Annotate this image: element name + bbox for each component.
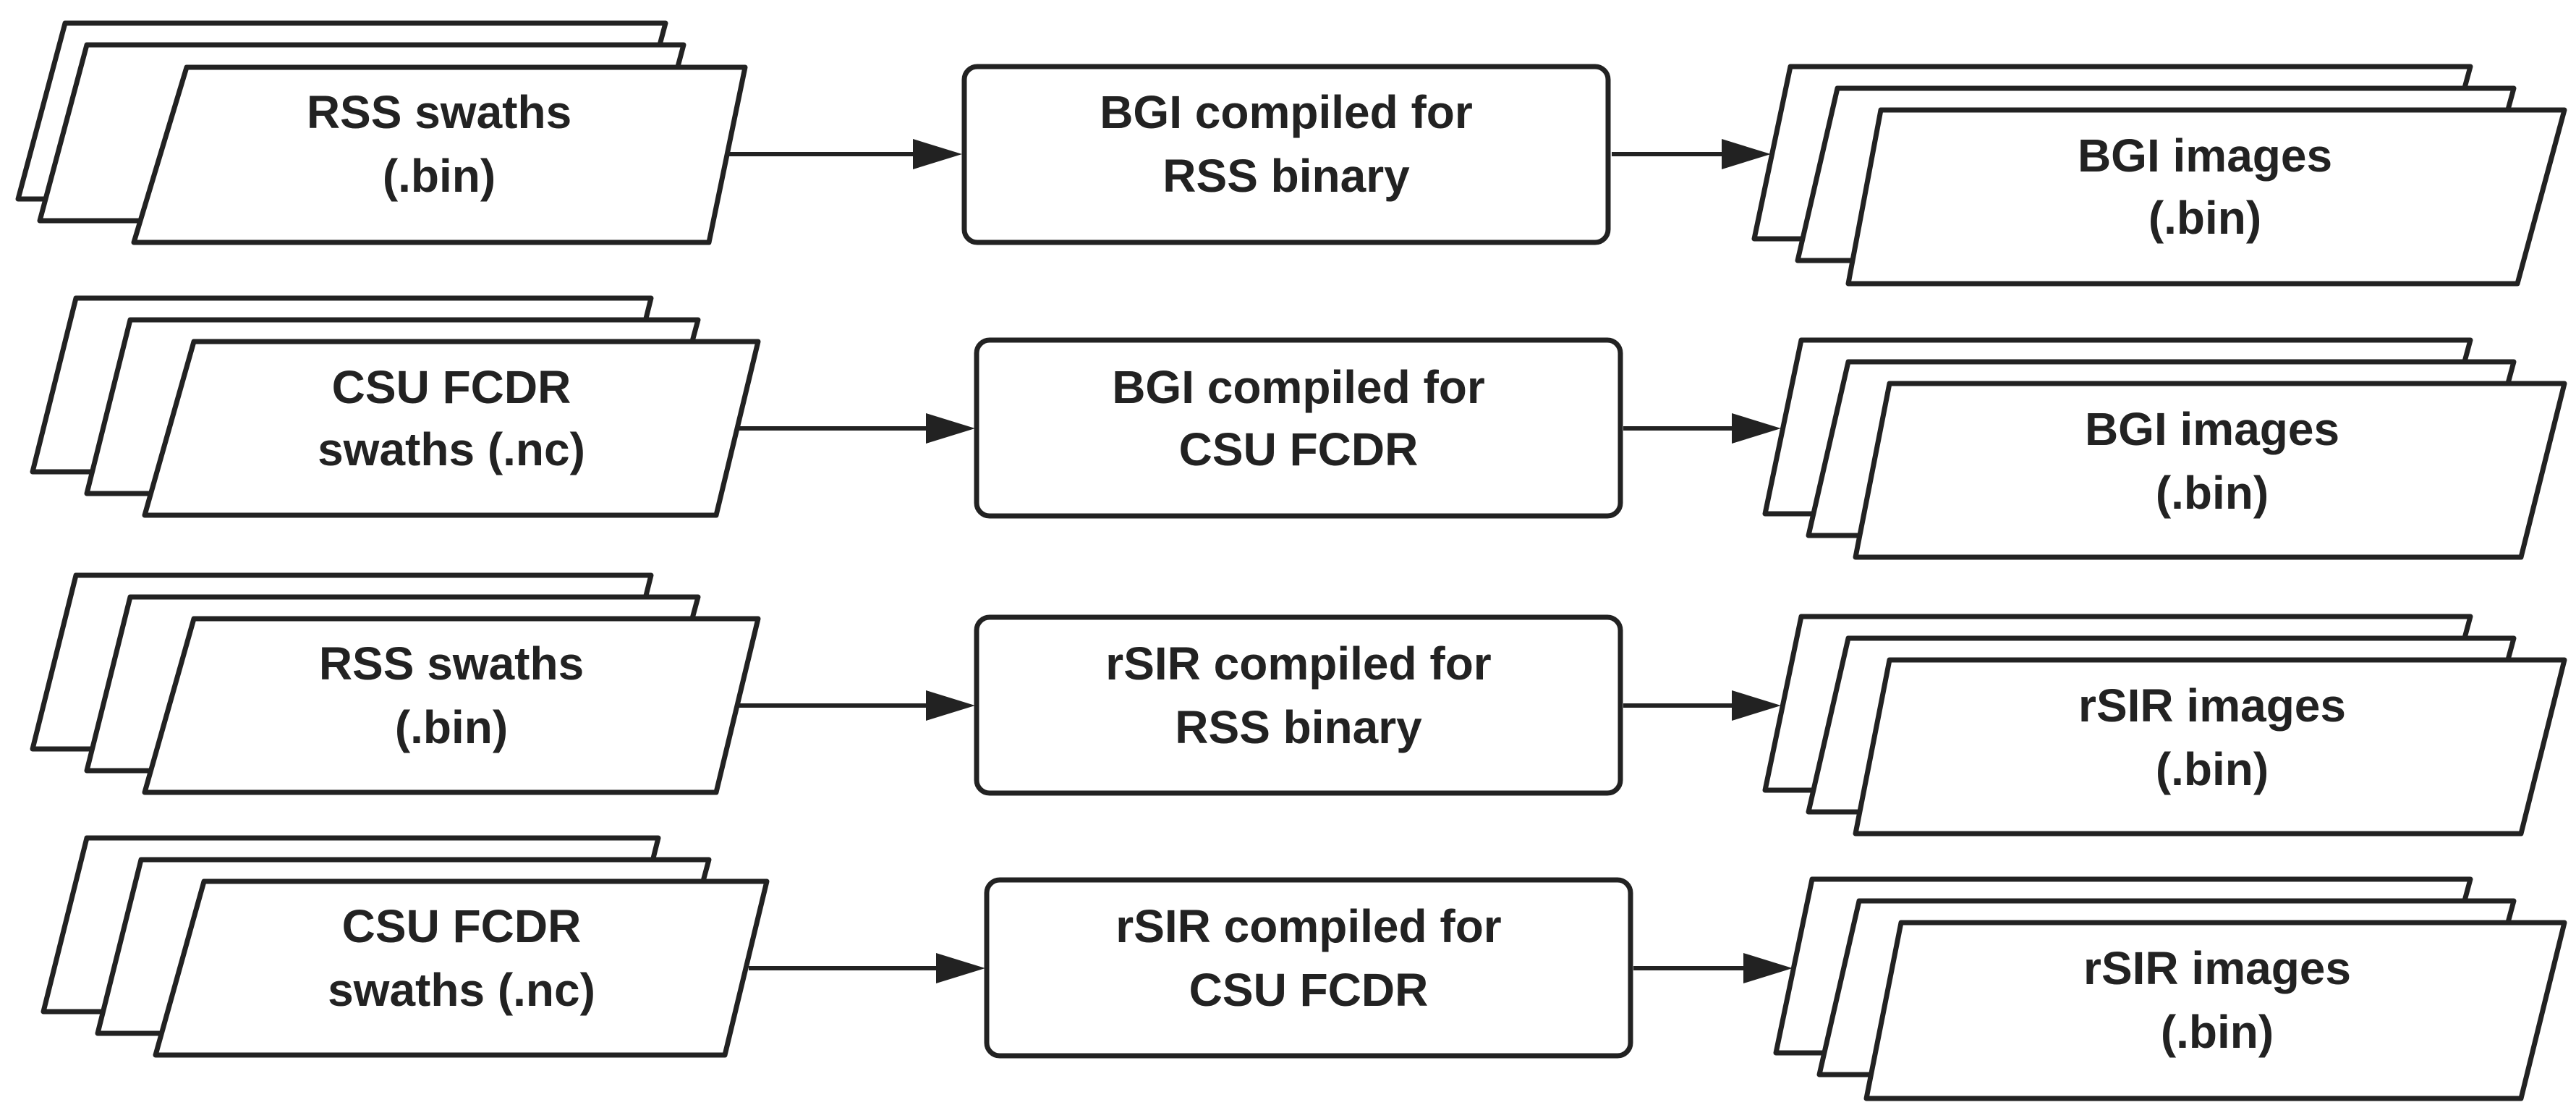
process-label-line1-2: rSIR compiled for <box>1105 638 1491 690</box>
process-box-3: rSIR compiled for CSU FCDR <box>984 877 1633 1059</box>
output-label-line2-3: (.bin) <box>2161 1006 2274 1058</box>
output-label-line1-3: rSIR images <box>2083 942 2351 994</box>
input-label-line2-2: (.bin) <box>395 701 508 753</box>
output-doc-front-0 <box>1845 107 2567 287</box>
process-label-line2-0: RSS binary <box>1162 150 1410 202</box>
process-rect-1 <box>974 337 1623 519</box>
output-label-line1-0: BGI images <box>2078 130 2332 182</box>
input-doc-front-1 <box>142 339 761 518</box>
output-label-line2-1: (.bin) <box>2156 467 2269 519</box>
input-doc-front-2 <box>142 616 761 795</box>
output-label-line2-0: (.bin) <box>2148 192 2261 244</box>
arrow-out-3 <box>1633 953 1793 983</box>
arrow-out-1 <box>1623 413 1781 444</box>
output-stack-1: BGI images (.bin) <box>1762 337 2567 560</box>
process-box-2: rSIR compiled for RSS binary <box>974 614 1623 796</box>
arrow-in-3 <box>749 953 985 983</box>
output-label-line2-2: (.bin) <box>2156 743 2269 795</box>
output-doc-front-3 <box>1863 920 2567 1101</box>
row-0: RSS swaths (.bin) BGI compiled for RSS b… <box>15 20 2567 287</box>
arrow-out-0 <box>1612 139 1771 169</box>
row-3: CSU FCDR swaths (.nc) rSIR compiled for … <box>41 835 2567 1101</box>
process-label-line1-3: rSIR compiled for <box>1115 900 1501 952</box>
input-stack-0: RSS swaths (.bin) <box>15 20 748 245</box>
input-stack-3: CSU FCDR swaths (.nc) <box>41 835 770 1058</box>
input-doc-front-3 <box>153 878 770 1058</box>
input-label-line2-0: (.bin) <box>383 150 496 202</box>
input-label-line1-2: RSS swaths <box>319 638 584 690</box>
process-rect-3 <box>984 877 1633 1059</box>
row-1: CSU FCDR swaths (.nc) BGI compiled for C… <box>30 295 2567 560</box>
input-label-line1-3: CSU FCDR <box>342 900 582 952</box>
arrow-in-2 <box>738 690 975 721</box>
output-doc-front-2 <box>1853 657 2567 837</box>
output-stack-3: rSIR images (.bin) <box>1773 876 2567 1101</box>
arrow-out-2 <box>1623 690 1781 721</box>
process-label-line2-1: CSU FCDR <box>1179 423 1419 475</box>
process-box-0: BGI compiled for RSS binary <box>961 64 1611 245</box>
output-label-line1-1: BGI images <box>2085 403 2339 455</box>
process-label-line1-1: BGI compiled for <box>1112 361 1485 413</box>
input-label-line2-3: swaths (.nc) <box>328 964 595 1016</box>
input-label-line2-1: swaths (.nc) <box>318 423 585 475</box>
arrow-in-0 <box>727 139 962 169</box>
output-doc-front-1 <box>1853 381 2567 560</box>
process-label-line2-3: CSU FCDR <box>1189 964 1429 1016</box>
output-label-line1-2: rSIR images <box>2078 679 2346 732</box>
input-label-line1-1: CSU FCDR <box>332 361 571 413</box>
process-label-line1-0: BGI compiled for <box>1100 86 1473 138</box>
input-stack-1: CSU FCDR swaths (.nc) <box>30 295 761 518</box>
input-doc-front-0 <box>131 64 748 245</box>
output-stack-2: rSIR images (.bin) <box>1762 614 2567 837</box>
input-stack-2: RSS swaths (.bin) <box>30 572 761 795</box>
process-box-1: BGI compiled for CSU FCDR <box>974 337 1623 519</box>
process-label-line2-2: RSS binary <box>1175 701 1422 753</box>
process-rect-0 <box>961 64 1611 245</box>
arrow-in-1 <box>738 413 975 444</box>
row-2: RSS swaths (.bin) rSIR compiled for RSS … <box>30 572 2567 837</box>
process-rect-2 <box>974 614 1623 796</box>
output-stack-0: BGI images (.bin) <box>1751 64 2567 287</box>
input-label-line1-0: RSS swaths <box>307 86 571 138</box>
